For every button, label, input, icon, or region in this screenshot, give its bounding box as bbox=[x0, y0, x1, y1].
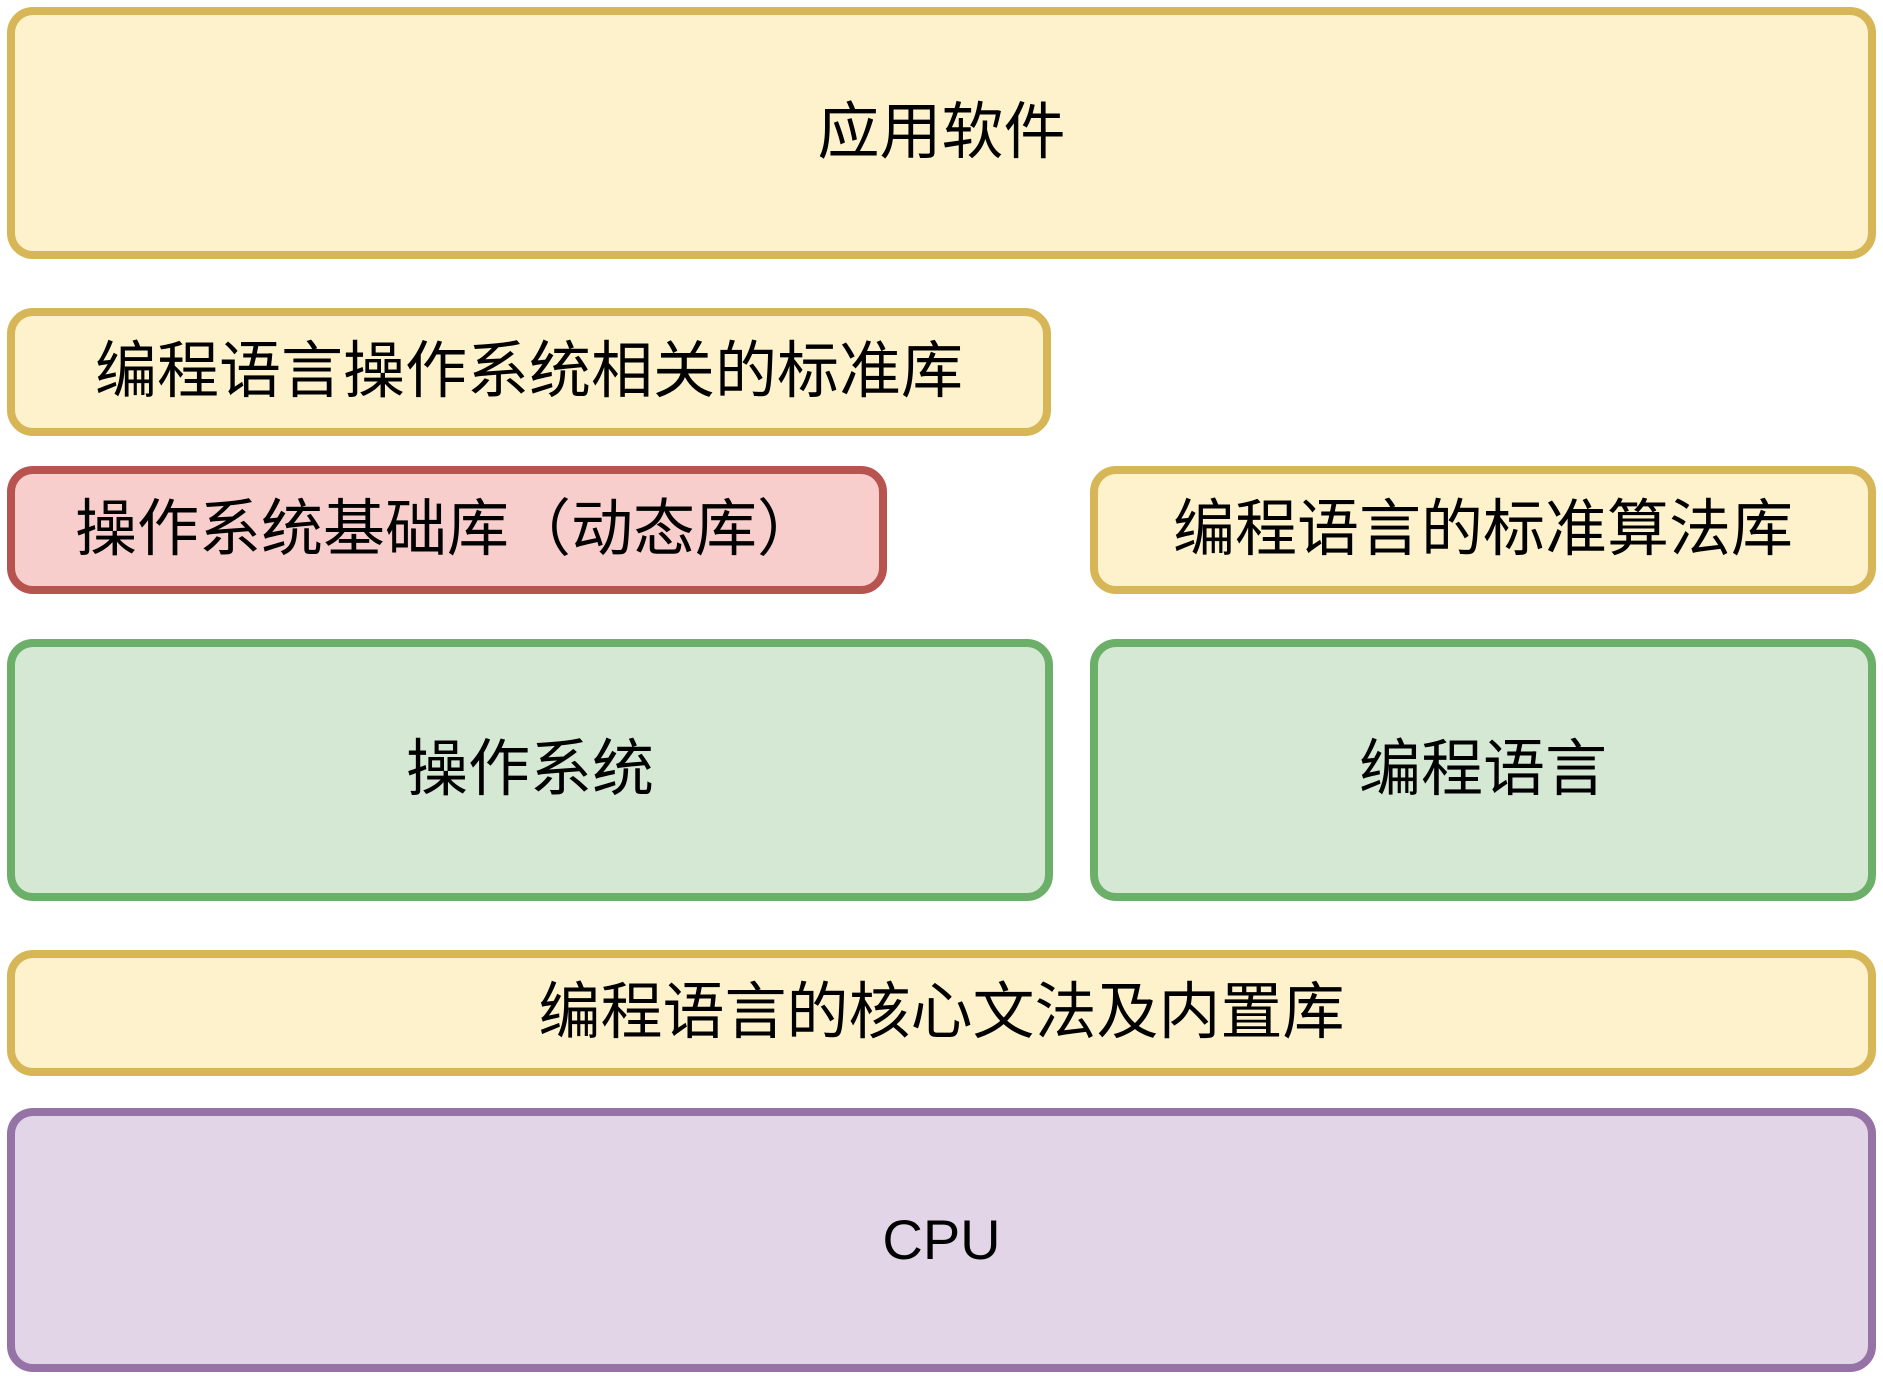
node-os-base-library-dynamic[interactable]: 操作系统基础库（动态库） bbox=[7, 466, 887, 594]
node-os-related-standard-library[interactable]: 编程语言操作系统相关的标准库 bbox=[7, 308, 1051, 436]
node-application-software[interactable]: 应用软件 bbox=[7, 7, 1876, 259]
node-cpu[interactable]: CPU bbox=[7, 1108, 1876, 1372]
node-programming-language[interactable]: 编程语言 bbox=[1090, 639, 1876, 901]
node-language-standard-algorithm-library[interactable]: 编程语言的标准算法库 bbox=[1090, 466, 1876, 594]
node-label: 编程语言的核心文法及内置库 bbox=[538, 978, 1345, 1048]
node-label: 操作系统 bbox=[405, 735, 654, 805]
node-label: 编程语言的标准算法库 bbox=[1172, 495, 1793, 565]
node-label: CPU bbox=[882, 1207, 1001, 1271]
node-operating-system[interactable]: 操作系统 bbox=[7, 639, 1053, 901]
node-label: 应用软件 bbox=[817, 98, 1066, 168]
node-language-core-syntax-and-builtin-library[interactable]: 编程语言的核心文法及内置库 bbox=[7, 950, 1876, 1076]
node-label: 编程语言操作系统相关的标准库 bbox=[94, 337, 963, 407]
node-label: 编程语言 bbox=[1358, 735, 1607, 805]
node-label: 操作系统基础库（动态库） bbox=[74, 495, 819, 565]
